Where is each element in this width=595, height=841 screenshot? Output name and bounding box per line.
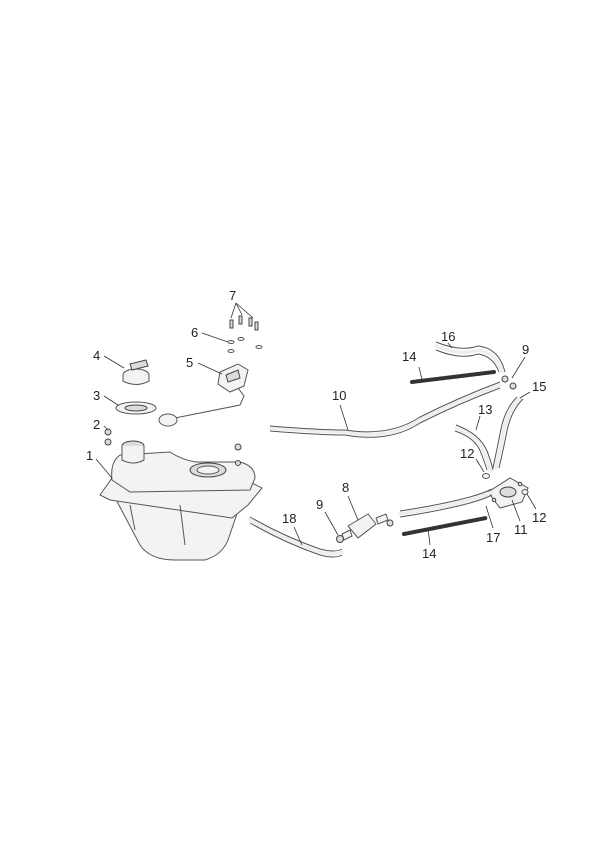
pump-screw [482,473,529,495]
protective-sleeve [402,370,496,536]
callout-14a: 14 [402,349,416,364]
washer [227,337,263,353]
callout-10: 10 [332,388,346,403]
callout-8: 8 [342,480,349,495]
callout-14b: 14 [422,546,436,561]
callout-11: 11 [514,522,528,537]
gasket-ring [115,401,157,415]
screw [104,428,242,466]
upper-fuel-hose [434,341,506,374]
fuel-level-sender [158,363,249,427]
fuel-cap [122,359,150,385]
callout-16: 16 [441,329,455,344]
callout-15: 15 [532,379,546,394]
callout-numbers: 1 2 3 4 5 6 7 8 9 9 10 11 12 12 13 14 14… [86,288,546,561]
vacuum-hose [454,424,494,472]
hose-clip [336,375,517,543]
callout-3: 3 [93,388,100,403]
fuel-hose-return [398,488,494,518]
outlet-hose [492,396,524,470]
fuel-hose-long [268,381,502,438]
callout-4: 4 [93,348,100,363]
callout-9b: 9 [522,342,529,357]
fuel-hose-lower [248,516,344,558]
leader-lines [95,302,537,546]
callout-13: 13 [478,402,492,417]
callout-1: 1 [86,448,93,463]
fuel-tank [99,440,263,561]
callout-5: 5 [186,355,193,370]
callout-2: 2 [93,417,100,432]
callout-6: 6 [191,325,198,340]
bolt [229,315,259,331]
inline-fuel-filter [341,513,389,541]
callout-7: 7 [229,288,236,303]
callout-12a: 12 [460,446,474,461]
callout-18: 18 [282,511,296,526]
callout-17: 17 [486,530,500,545]
callout-12b: 12 [532,510,546,525]
callout-9a: 9 [316,497,323,512]
